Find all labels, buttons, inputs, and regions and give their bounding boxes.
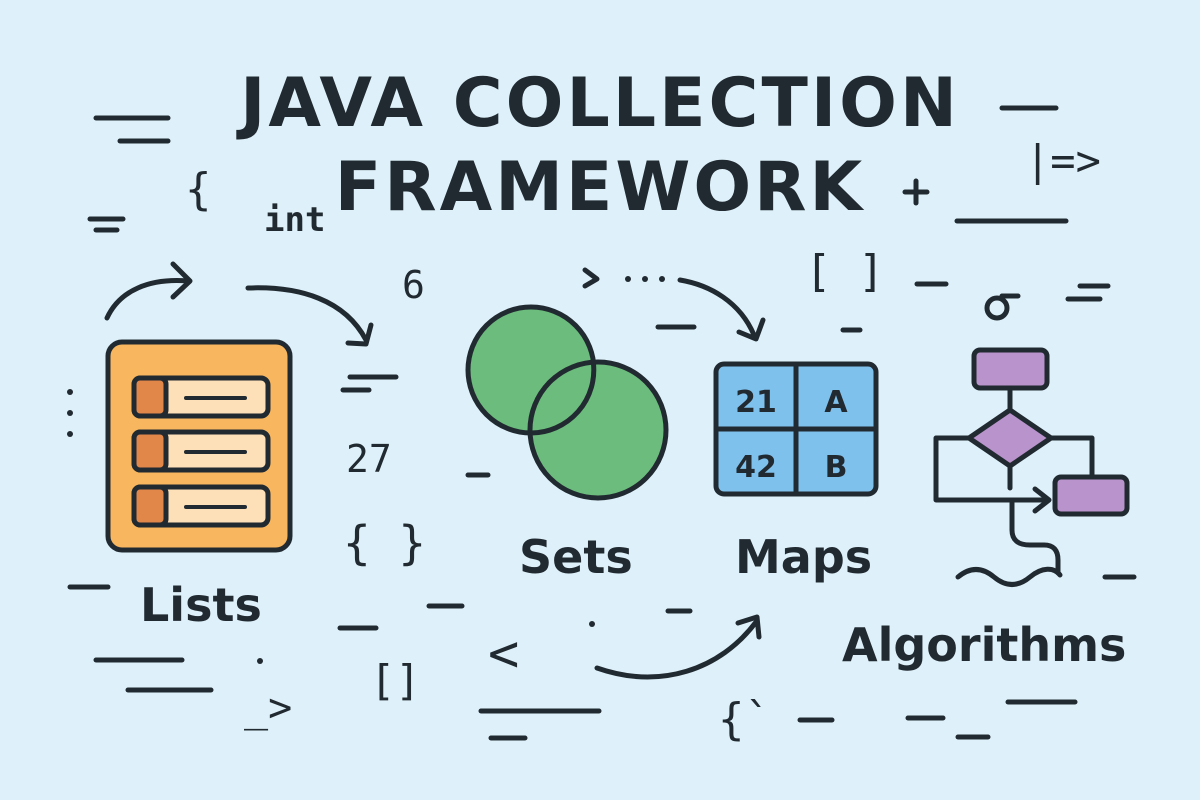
label-sets: Sets [519, 530, 633, 584]
title-line-1: JAVA COLLECTION [240, 64, 960, 143]
int-keyword: int [264, 200, 326, 240]
less-than-symbol: < [488, 624, 520, 684]
number-6: 6 [402, 263, 425, 307]
brace-symbol-bottom: {` [718, 694, 771, 745]
label-maps: Maps [735, 530, 873, 584]
list-item-row-3 [131, 484, 271, 528]
brackets-symbol-bottom: [] [370, 656, 421, 705]
braces-symbol: { } [343, 516, 427, 570]
algorithms-flowchart-icon [933, 347, 1130, 587]
list-item-row-1 [131, 375, 271, 419]
map-cell-r1c2: A [824, 385, 848, 420]
map-cell-r2c1: 42 [735, 450, 777, 485]
plus-icon [902, 178, 930, 206]
number-27: 27 [346, 437, 392, 481]
brace-open-symbol: { [185, 164, 212, 215]
title-line-2: FRAMEWORK [334, 148, 866, 227]
arrow-symbol-bottom: _> [244, 685, 293, 731]
map-cell-r2c2: B [825, 450, 848, 485]
maps-table-icon: 21 A 42 B [713, 361, 879, 497]
connector-arrows [104, 261, 766, 680]
lists-icon [105, 339, 293, 553]
label-algorithms: Algorithms [842, 618, 1127, 672]
decorative-dots [67, 276, 665, 664]
page-title: JAVA COLLECTION FRAMEWORK [0, 62, 1200, 230]
circle-node-icon [984, 295, 1010, 321]
list-item-row-2 [131, 429, 271, 473]
pipe-arrow-symbol: |=> [1025, 136, 1101, 185]
brackets-symbol-top: [ ] [805, 246, 885, 297]
decorative-dashes [67, 105, 1137, 741]
sets-venn-icon [465, 304, 669, 501]
map-cell-r1c1: 21 [735, 385, 777, 420]
label-lists: Lists [140, 578, 262, 632]
